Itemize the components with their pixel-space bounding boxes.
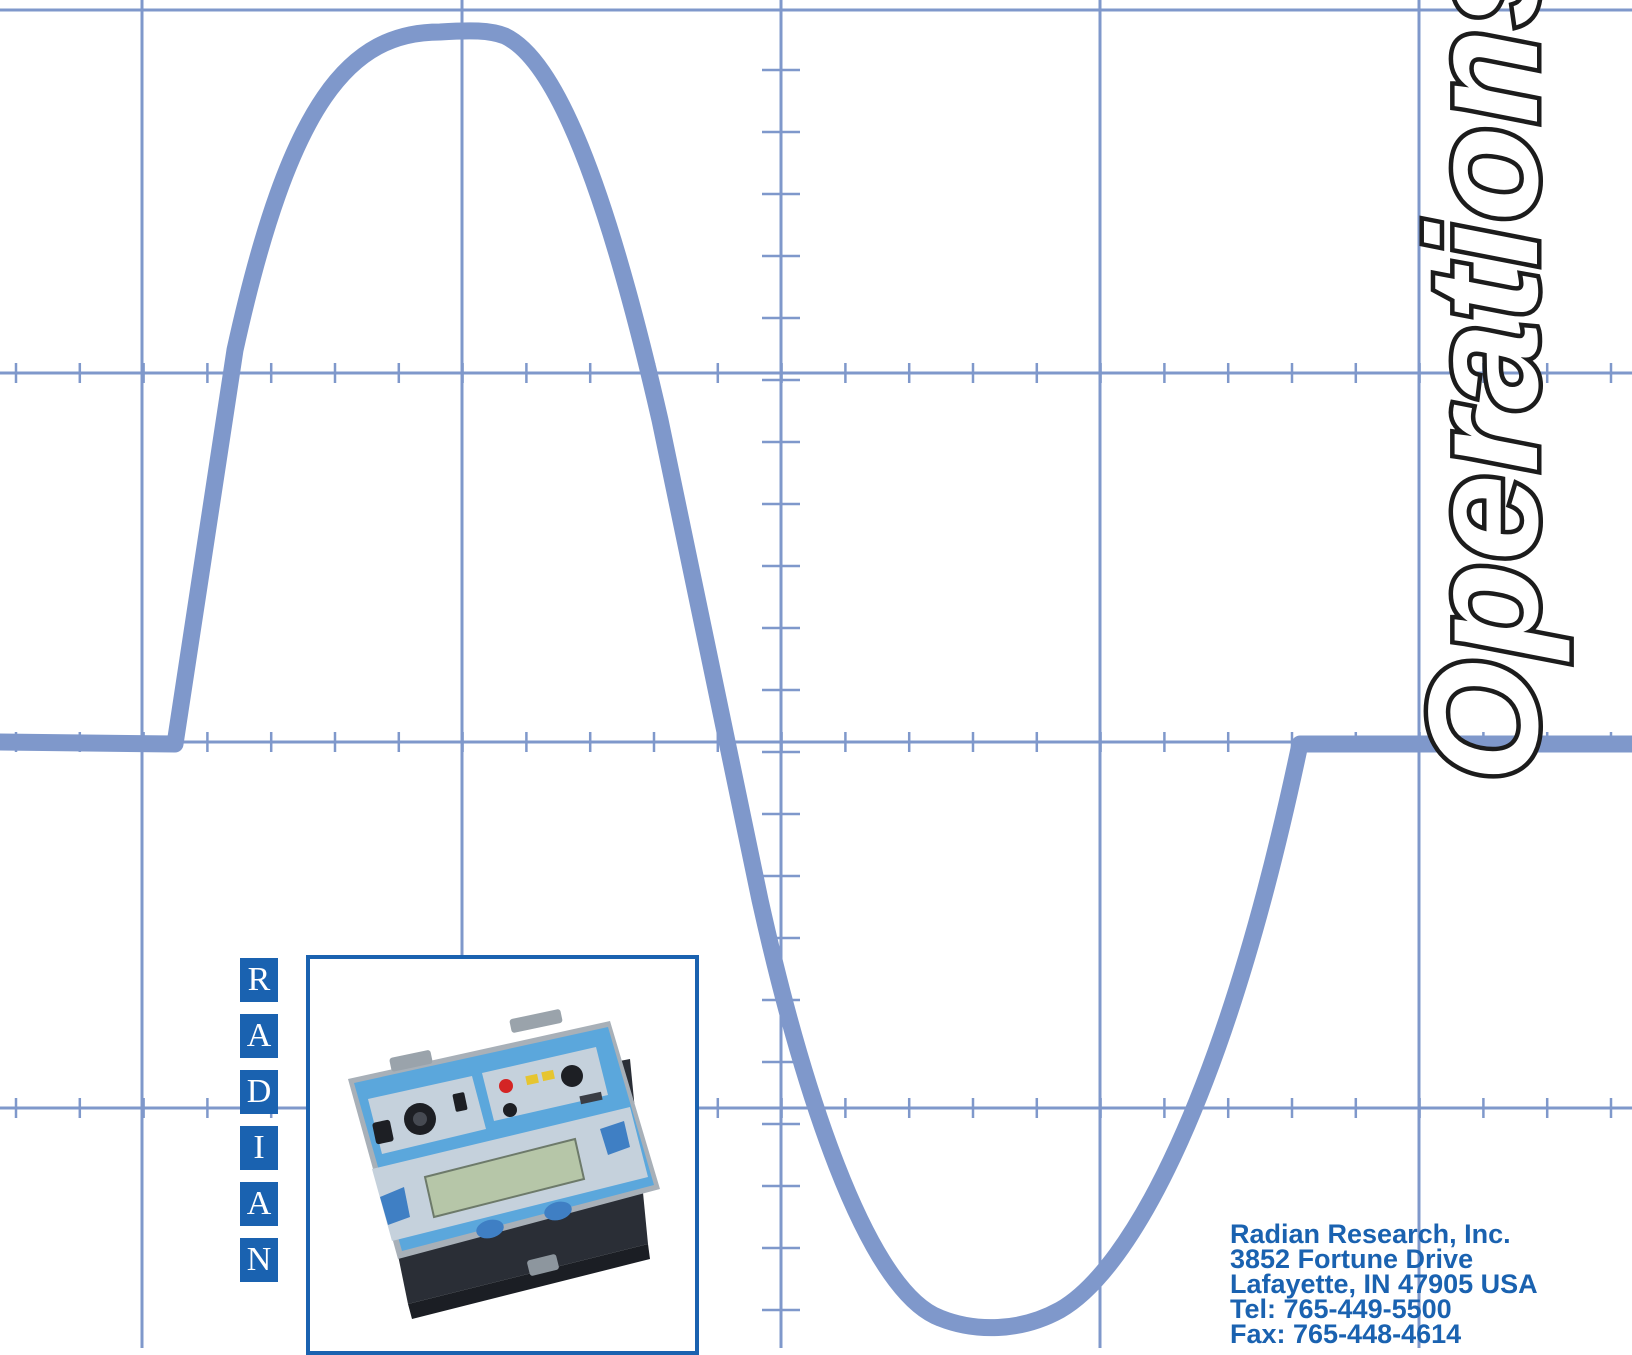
power-meter-device-icon xyxy=(348,1009,660,1319)
address-line: 3852 Fortune Drive xyxy=(1230,1244,1474,1274)
waveform-line xyxy=(0,22,1632,1337)
logo-letter: N xyxy=(240,1238,278,1282)
company-address: Radian Research, Inc. 3852 Fortune Drive… xyxy=(1230,1219,1538,1349)
address-line: Fax: 765-448-4614 xyxy=(1230,1319,1462,1349)
logo-letter: R xyxy=(240,958,278,1002)
cover-title: Operations xyxy=(1393,0,1576,786)
address-line: Lafayette, IN 47905 USA xyxy=(1230,1269,1538,1299)
address-line: Radian Research, Inc. xyxy=(1230,1219,1511,1249)
radian-logo: R A D I A N xyxy=(240,958,280,1294)
device-photo-frame xyxy=(306,955,699,1355)
logo-letter: A xyxy=(240,1014,278,1058)
address-line: Tel: 765-449-5500 xyxy=(1230,1294,1452,1324)
logo-letter: I xyxy=(240,1126,278,1170)
logo-letter: D xyxy=(240,1070,278,1114)
cover-title-area: Operations xyxy=(1336,0,1632,786)
logo-letter: A xyxy=(240,1182,278,1226)
grid-ticks xyxy=(14,68,1613,1312)
